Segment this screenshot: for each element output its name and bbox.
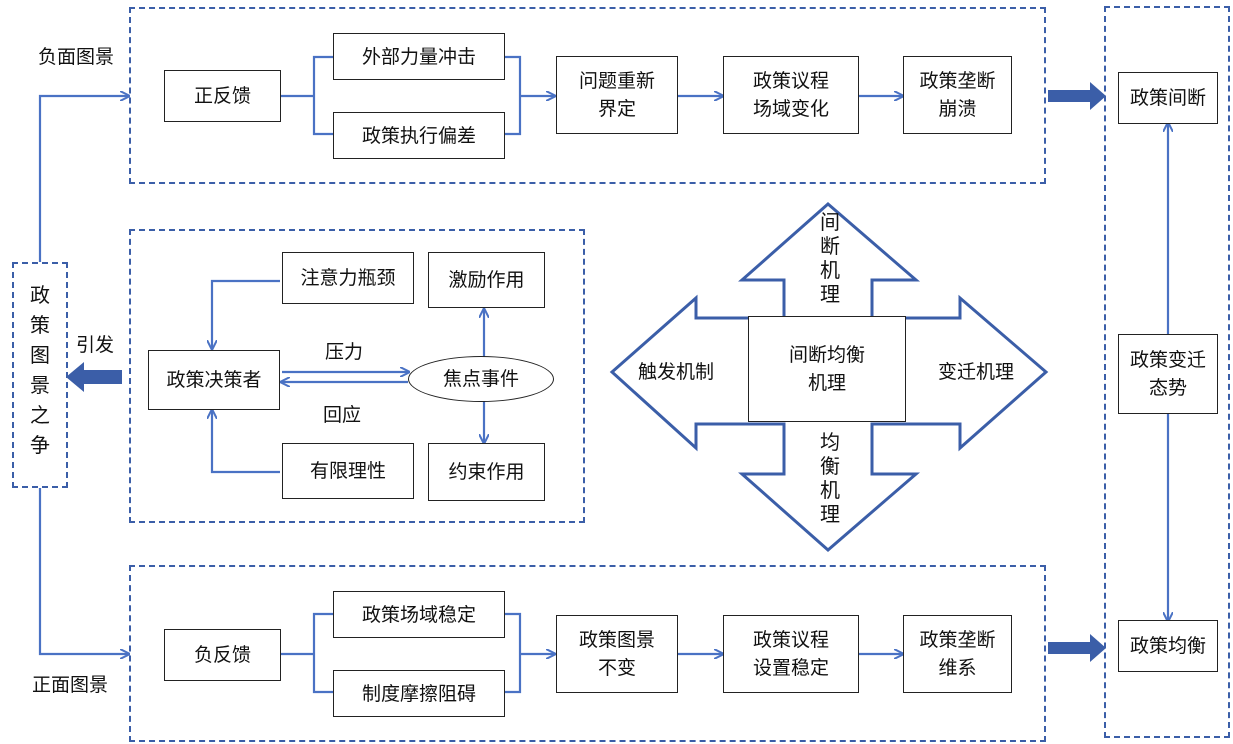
- agenda-venue-change-box: 政策议程 场域变化: [723, 56, 859, 134]
- contest-to-negative-line: [38, 96, 128, 262]
- fat-arrow-top: [1048, 82, 1106, 110]
- implementation-deviation-box: 政策执行偏差: [333, 112, 505, 159]
- focus-event-ellipse: 焦点事件: [408, 356, 554, 402]
- branch-bracket-top: [312, 55, 334, 136]
- positive-image-frame: [129, 565, 1046, 742]
- policy-image-contest-text: 政 策 图 景 之 争: [30, 283, 50, 457]
- equilibrium-mechanism-text: 均 衡 机 理: [820, 430, 840, 526]
- policy-equilibrium-box: 政策均衡: [1118, 620, 1218, 672]
- venue-stable-box: 政策场域稳定: [333, 591, 505, 638]
- contest-to-positive-line: [38, 488, 128, 654]
- policy-image-unchanged-box: 政策图景 不变: [556, 615, 678, 693]
- change-mechanism-text: 变迁机理: [938, 361, 1015, 383]
- trigger-label: 引发: [76, 334, 115, 356]
- negative-feedback-box: 负反馈: [164, 629, 281, 681]
- policy-interrupt-box: 政策间断: [1118, 72, 1218, 124]
- institutional-friction-box: 制度摩擦阻碍: [333, 670, 505, 717]
- positive-image-label: 正面图景: [32, 674, 109, 696]
- bounded-to-decision-line: [212, 411, 280, 474]
- contest-frame: [12, 262, 68, 488]
- trigger-mechanism-text: 触发机制: [638, 361, 715, 383]
- fat-arrow-trigger: [66, 362, 122, 392]
- pressure-label: 压力: [325, 341, 364, 363]
- constraint-effect-box: 约束作用: [428, 443, 545, 501]
- policy-monopoly-maintain-box: 政策垄断 维系: [903, 615, 1012, 693]
- negative-image-frame: [129, 7, 1046, 184]
- policy-change-trend-box: 政策变迁 态势: [1118, 334, 1218, 414]
- center-mechanism-frame: [129, 229, 585, 523]
- attention-bottleneck-box: 注意力瓶颈: [282, 252, 414, 304]
- punctuated-equilibrium-core-box: 间断均衡 机理: [748, 316, 906, 422]
- interruption-mechanism-text: 间 断 机 理: [820, 210, 840, 306]
- bounded-rationality-box: 有限理性: [282, 443, 414, 499]
- policy-decision-maker-box: 政策决策者: [148, 350, 280, 410]
- positive-feedback-box: 正反馈: [164, 70, 281, 122]
- policy-monopoly-collapse-box: 政策垄断 崩溃: [903, 56, 1012, 134]
- branch-bracket-bottom: [312, 612, 334, 694]
- incentive-effect-box: 激励作用: [428, 252, 545, 308]
- attention-to-decision-line: [212, 279, 280, 348]
- response-label: 回应: [323, 404, 362, 426]
- external-shock-box: 外部力量冲击: [333, 33, 505, 80]
- negative-image-label: 负面图景: [38, 46, 115, 68]
- agenda-setting-stable-box: 政策议程 设置稳定: [723, 615, 859, 693]
- fat-arrow-bottom: [1048, 634, 1106, 662]
- problem-redefine-box: 问题重新 界定: [556, 56, 678, 134]
- right-panel-frame: [1104, 6, 1230, 738]
